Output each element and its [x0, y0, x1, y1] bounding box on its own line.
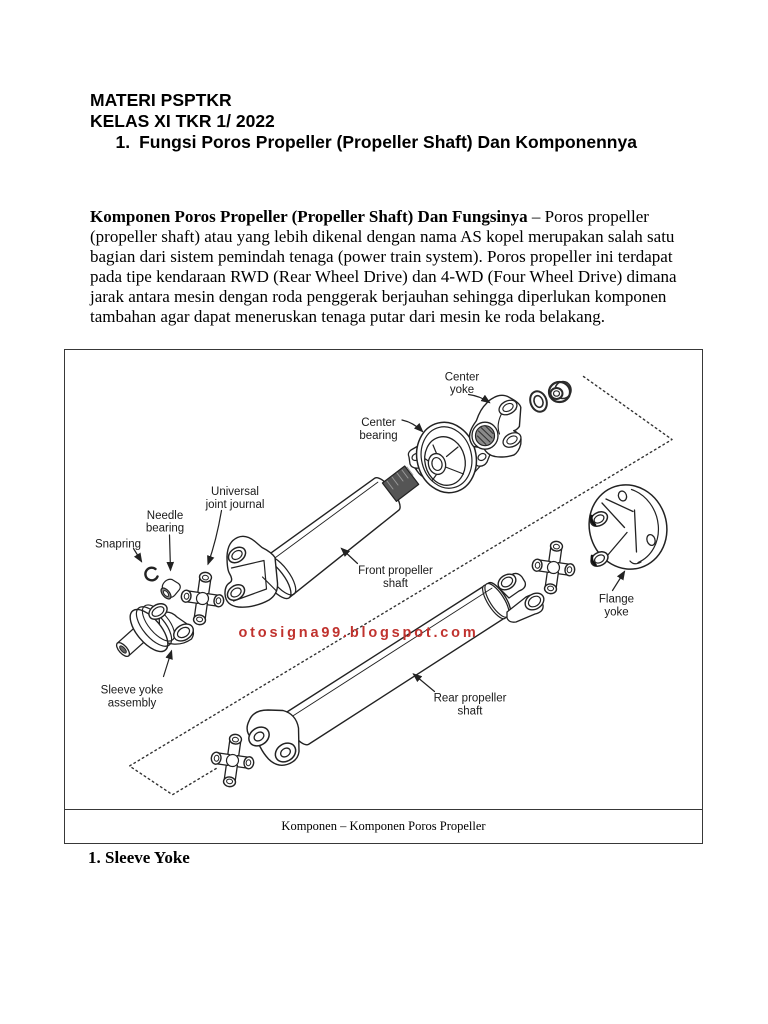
- svg-text:assembly: assembly: [108, 698, 157, 710]
- svg-text:Snapring: Snapring: [95, 539, 141, 551]
- svg-text:Center: Center: [445, 372, 480, 384]
- svg-text:yoke: yoke: [450, 384, 474, 396]
- svg-text:bearing: bearing: [359, 430, 397, 442]
- svg-text:Front propeller: Front propeller: [358, 565, 433, 577]
- svg-text:otosigna99.blogspot.com: otosigna99.blogspot.com: [239, 625, 479, 641]
- svg-text:shaft: shaft: [458, 706, 484, 718]
- svg-text:Center: Center: [361, 417, 396, 429]
- svg-text:yoke: yoke: [604, 607, 628, 619]
- svg-text:Needle: Needle: [147, 510, 183, 522]
- svg-text:joint journal: joint journal: [205, 499, 265, 511]
- svg-text:Rear propeller: Rear propeller: [434, 693, 507, 705]
- svg-text:Universal: Universal: [211, 486, 259, 498]
- svg-text:Sleeve yoke: Sleeve yoke: [101, 685, 164, 697]
- svg-text:Flange: Flange: [599, 594, 634, 606]
- svg-text:shaft: shaft: [383, 578, 409, 590]
- svg-text:bearing: bearing: [146, 523, 184, 535]
